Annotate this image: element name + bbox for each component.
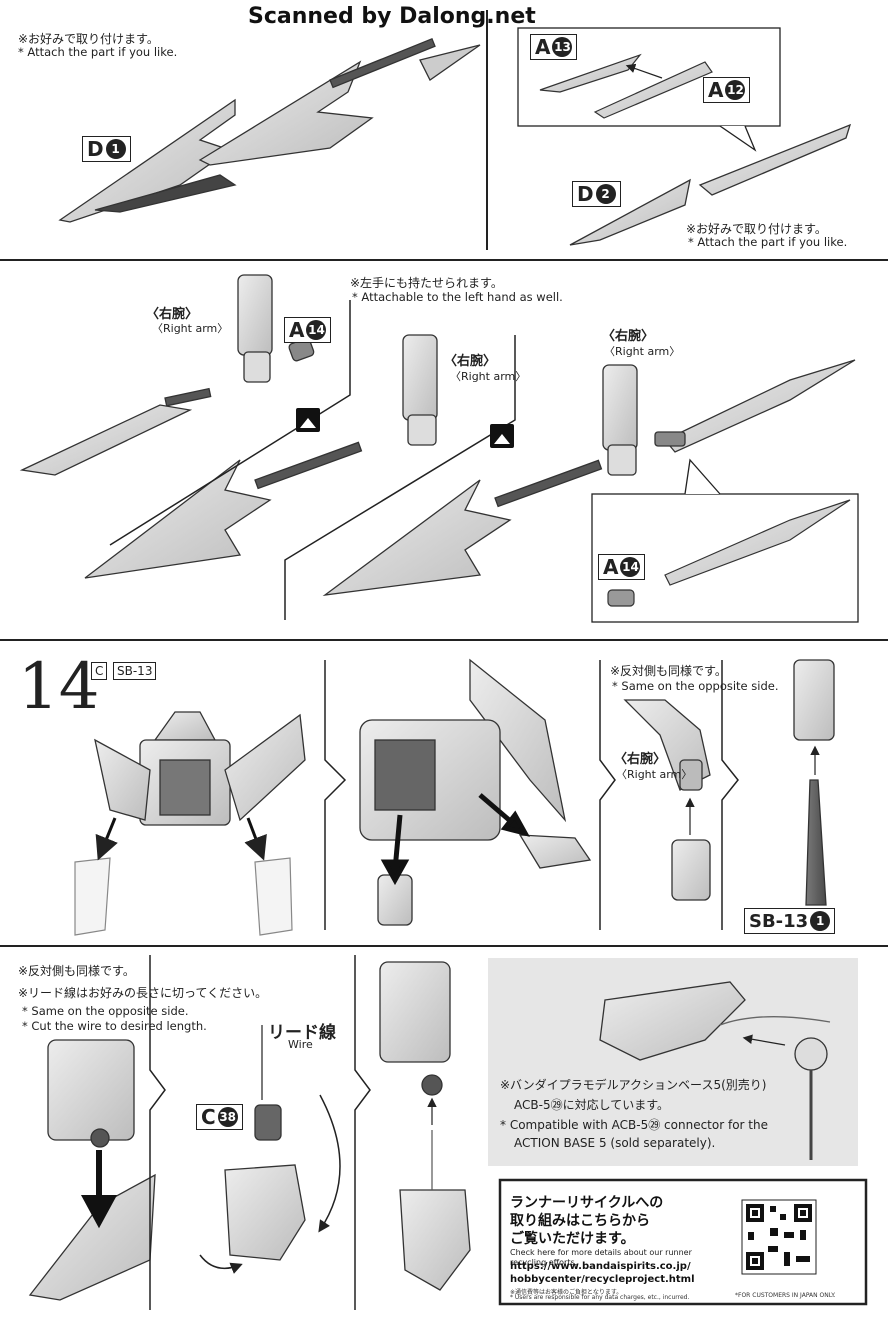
recycle-heading-jp1: ランナーリサイクルへの xyxy=(510,1195,664,1211)
qr-code-icon xyxy=(741,1199,817,1275)
arm-right-drawing xyxy=(602,364,638,476)
spear-section2-middle-drawing xyxy=(322,459,603,596)
step14-sb13-stick-drawing xyxy=(793,659,835,906)
arm-middle-drawing xyxy=(402,334,438,446)
scan-watermark-title: Scanned by Dalong.net xyxy=(248,4,536,29)
action-base-part-drawing xyxy=(599,981,831,1160)
part-tag-a13: A 13 xyxy=(530,34,578,60)
wire-label-jp: リード線 xyxy=(268,1023,336,1043)
part-a12-drawing xyxy=(593,61,713,119)
runner-tag-c: C xyxy=(91,662,108,680)
sec4-leg-drawing xyxy=(28,1039,156,1301)
section4-note1-en: * Same on the opposite side. xyxy=(22,1004,189,1018)
section-separators xyxy=(0,10,888,947)
spear-section2-left-drawing xyxy=(19,387,363,579)
action-base-note-jp1: ※バンダイプラモデルアクションベース5(別売り) xyxy=(500,1078,767,1092)
spear-a14-detail-drawing xyxy=(607,499,851,607)
part-tag-c38: C 38 xyxy=(196,1104,243,1130)
part-tag-d1: D 1 xyxy=(82,136,131,162)
right-arm-label-jp-1: 〈右腕〉 xyxy=(146,307,199,322)
sec4-upper-leg-drawing xyxy=(379,961,471,1291)
right-arm-label-en-1: 〈Right arm〉 xyxy=(152,322,229,335)
recycle-data-charge-jp: ※通信費等はお客様のご負担となります。 xyxy=(510,1289,623,1296)
action-base-note-en2: ACTION BASE 5 (sold separately). xyxy=(514,1136,716,1150)
spear-d1-drawing xyxy=(58,37,481,223)
action-base-note-en1: * Compatible with ACB-5㉙ connector for t… xyxy=(500,1118,768,1132)
spear-d2-drawing xyxy=(569,123,852,246)
part-tag-d2: D 2 xyxy=(572,181,621,207)
part-tag-a14-detail: A 14 xyxy=(598,554,646,580)
recycle-data-charge-en: * Users are responsible for any data cha… xyxy=(510,1294,690,1301)
part-tag-a14: A 14 xyxy=(284,317,332,343)
section1-left-note-en: * Attach the part if you like. xyxy=(18,45,178,59)
right-arm-label-en-3: 〈Right arm〉 xyxy=(604,345,681,358)
section2-note-jp: ※左手にも持たせられます。 xyxy=(350,276,503,290)
part-tag-a12: A 12 xyxy=(703,77,751,103)
right-arm-label-jp-4: 〈右腕〉 xyxy=(614,752,667,767)
recycle-url-line1[interactable]: https://www.bandaispirits.co.jp/ xyxy=(510,1261,691,1272)
right-arm-label-jp-3: 〈右腕〉 xyxy=(602,329,655,344)
recycle-url-line2[interactable]: hobbycenter/recycleproject.html xyxy=(510,1274,695,1285)
sec4-wire-drawing xyxy=(224,1025,306,1261)
spear-section2-right-drawing xyxy=(654,359,856,453)
action-base-note-jp2: ACB-5㉙に対応しています。 xyxy=(514,1098,670,1112)
nipper-cut-icon xyxy=(296,408,320,432)
wire-label-en: Wire xyxy=(288,1038,313,1051)
section4-note2-jp: ※リード線はお好みの長さに切ってください。 xyxy=(18,986,268,1000)
right-arm-label-en-2: 〈Right arm〉 xyxy=(450,370,527,383)
section2-note-en: * Attachable to the left hand as well. xyxy=(352,290,563,304)
step14-torso-drawing xyxy=(94,711,306,826)
step-number: 14 xyxy=(18,650,100,724)
runner-tag-sb13: SB-13 xyxy=(113,662,157,680)
section3-note-jp: ※反対側も同様です。 xyxy=(610,664,727,678)
step14-detached-legs-drawing xyxy=(74,857,293,936)
right-arm-label-en-4: 〈Right arm〉 xyxy=(616,768,693,781)
section4-note1-jp: ※反対側も同様です。 xyxy=(18,964,135,978)
section1-left-note-jp: ※お好みで取り付けます。 xyxy=(18,32,159,46)
nipper-cut-icon xyxy=(490,424,514,448)
recycle-heading-jp3: ご覧いただけます。 xyxy=(510,1231,635,1247)
part-tag-sb13-1: SB-13 1 xyxy=(744,908,836,934)
section3-note-en: * Same on the opposite side. xyxy=(612,679,779,693)
section1-right-note-jp: ※お好みで取り付けます。 xyxy=(686,222,827,236)
step14-back-view-drawing xyxy=(359,658,592,926)
recycle-heading-jp2: 取り組みはこちらから xyxy=(510,1213,650,1229)
customers-japan-note: *FOR CUSTOMERS IN JAPAN ONLY. xyxy=(735,1292,836,1299)
step14-forearm-drawing xyxy=(623,699,711,901)
recycle-heading-en: Check here for more details about our ru… xyxy=(510,1248,692,1267)
section1-right-note-en: * Attach the part if you like. xyxy=(688,235,848,249)
section4-note2-en: * Cut the wire to desired length. xyxy=(22,1019,207,1033)
right-arm-label-jp-2: 〈右腕〉 xyxy=(444,354,497,369)
